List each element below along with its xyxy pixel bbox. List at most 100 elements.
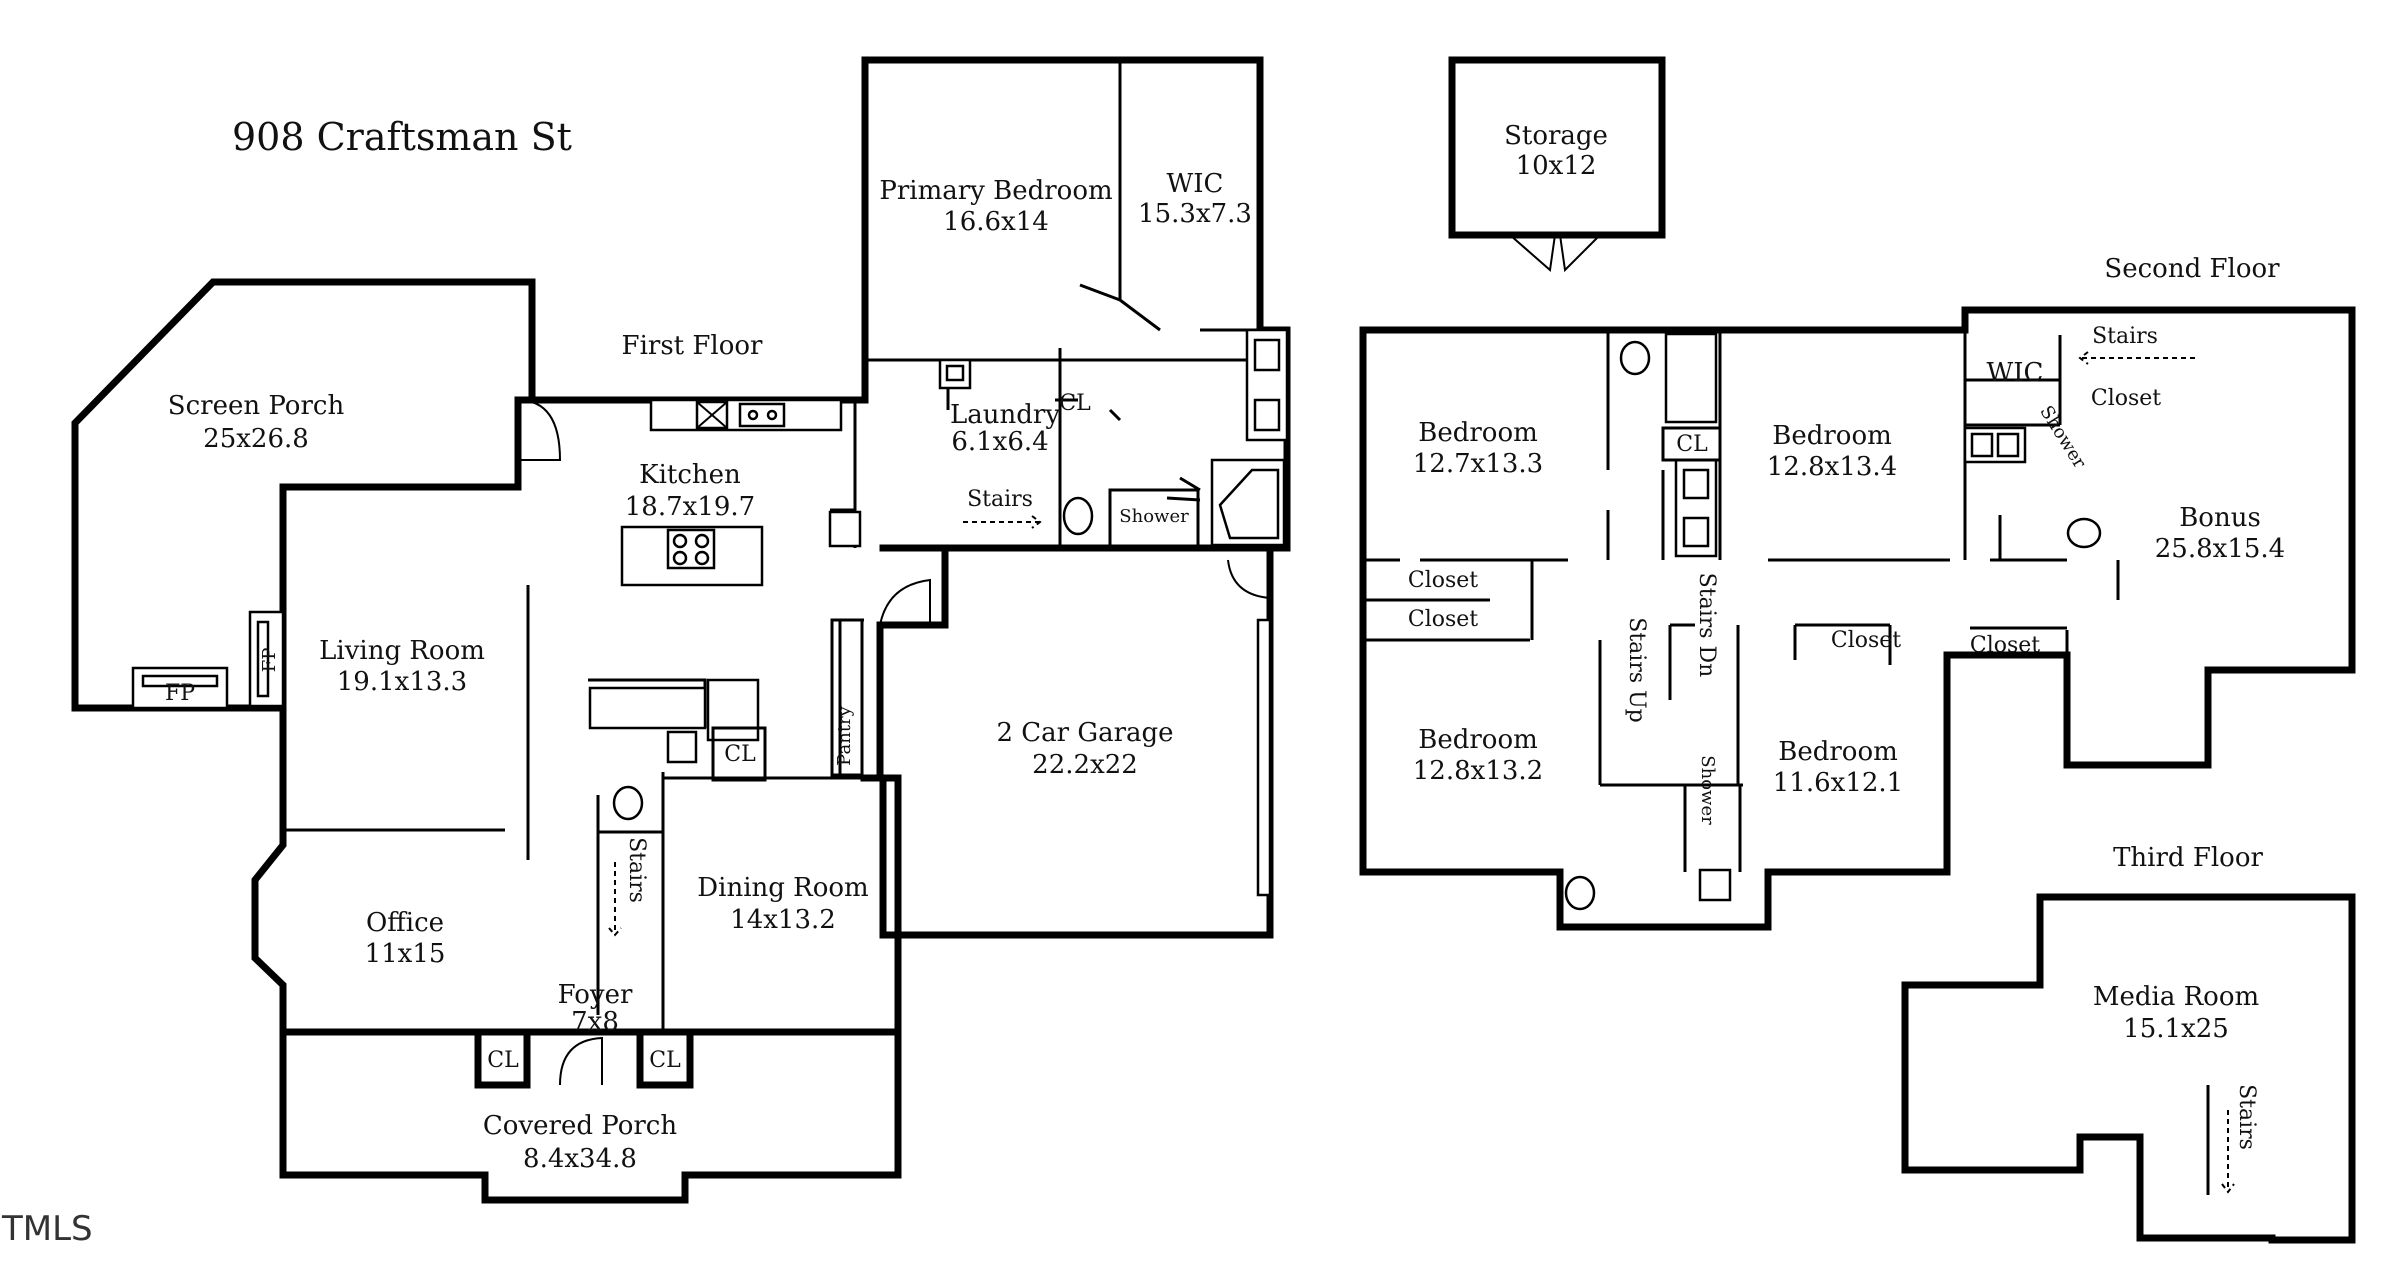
bonus-toilet-icon (2066, 517, 2102, 549)
cl-box-kitchen (711, 726, 767, 782)
storage-walls (1448, 56, 1666, 239)
closet-label-3: Closet (1831, 628, 1901, 653)
svg-text:Primary Bedroom: Primary Bedroom (879, 176, 1112, 206)
closet-label-1: Closet (1408, 568, 1478, 593)
foyer-closet-left (474, 1028, 531, 1089)
dining-room-label: Dining Room 14x13.2 (697, 873, 868, 935)
living-room-label: Living Room 19.1x13.3 (319, 636, 485, 697)
svg-text:18.7x19.7: 18.7x19.7 (625, 492, 755, 522)
hall-toilet-icon (1619, 340, 1651, 376)
foyer-stairs-arrow-icon (608, 862, 622, 937)
svg-text:Covered Porch: Covered Porch (483, 1111, 677, 1141)
storage-size: 10x12 (1516, 151, 1597, 181)
storage: Storage 10x12 (1448, 56, 1666, 273)
svg-text:25.8x15.4: 25.8x15.4 (2155, 534, 2285, 564)
wic-second-label: WIC (1987, 358, 2044, 388)
bedroom-d-label: Bedroom 11.6x12.1 (1773, 737, 1903, 798)
foyer-closet-right (636, 1028, 694, 1089)
second-floor: CL Bedroom 12.7x13.3 Bedroom 12.8x13.4 W… (1359, 306, 2356, 931)
svg-text:6.1x6.4: 6.1x6.4 (951, 427, 1048, 457)
svg-text:12.8x13.2: 12.8x13.2 (1413, 756, 1543, 786)
covered-porch-walls (279, 1028, 902, 1204)
laundry-sink-bowl (945, 364, 965, 382)
svg-text:11x15: 11x15 (365, 939, 446, 969)
hall-cl-label: CL (1676, 432, 1708, 457)
svg-text:8.4x34.8: 8.4x34.8 (523, 1144, 637, 1174)
stairs-up-label: Stairs Up (1624, 617, 1649, 723)
jack-toilet-icon (1564, 875, 1596, 911)
svg-text:Bedroom: Bedroom (1778, 737, 1898, 767)
toilet-icon (612, 785, 644, 821)
storage-double-door (1509, 234, 1601, 273)
bedroom-b-label: Bedroom 12.8x13.4 (1767, 421, 1897, 482)
svg-text:WIC: WIC (1167, 169, 1224, 199)
stairs-dn-label: Stairs Dn (1694, 573, 1719, 678)
garage-door-swing (878, 578, 931, 626)
fireplace-living: FP (248, 610, 285, 708)
media-room-label: Media Room 15.1x25 (2093, 982, 2259, 1044)
closet-label-kitchen: CL (724, 742, 756, 767)
kitchen-sink-icon (738, 402, 786, 428)
second-floor-stairs-label: Stairs (2092, 324, 2158, 349)
svg-text:25x26.8: 25x26.8 (203, 424, 309, 454)
vanity-sink-icon (666, 730, 698, 764)
closet-label-4: Closet (1970, 633, 2040, 658)
pantry-box (830, 618, 864, 777)
second-floor-walls (1359, 306, 2356, 931)
garage-label: 2 Car Garage 22.2x22 (996, 718, 1173, 780)
svg-text:Living Room: Living Room (319, 636, 485, 666)
property-title: 908 Craftsman St (232, 115, 572, 159)
svg-text:15.3x7.3: 15.3x7.3 (1138, 199, 1252, 229)
bonus-vanity-icon (1963, 426, 2027, 464)
pantry-label: Pantry (834, 705, 855, 765)
svg-text:Bedroom: Bedroom (1418, 418, 1538, 448)
third-floor-heading: Third Floor (2113, 843, 2263, 873)
kitchen-label: Kitchen 18.7x19.7 (625, 460, 755, 522)
storage-name: Storage (1504, 121, 1608, 151)
primary-toilet-icon (1062, 496, 1094, 536)
svg-text:Laundry: Laundry (950, 400, 1060, 430)
svg-text:Office: Office (366, 908, 444, 938)
range-icon (695, 400, 729, 430)
watermark-logo: TMLS (1, 1209, 93, 1249)
svg-text:14x13.2: 14x13.2 (730, 905, 836, 935)
third-floor: Media Room 15.1x25 Stairs (1901, 893, 2356, 1244)
svg-text:2 Car Garage: 2 Car Garage (996, 718, 1173, 748)
svg-text:16.6x14: 16.6x14 (943, 207, 1049, 237)
cooktop-icon (666, 528, 716, 570)
svg-text:19.1x13.3: 19.1x13.3 (337, 667, 467, 697)
jack-sink-icon (1698, 868, 1732, 902)
second-stairs-arrow-icon (2078, 351, 2195, 365)
main-house-walls (251, 396, 902, 1036)
svg-text:7x8: 7x8 (571, 1007, 619, 1037)
fireplace-porch: FP (131, 666, 229, 710)
third-stairs-arrow-icon (2221, 1110, 2235, 1194)
bar-counter (588, 686, 707, 730)
first-floor: CL FP FP CL Shower Stairs (71, 56, 1291, 1204)
second-floor-heading: Second Floor (2104, 254, 2280, 284)
closet-label-2: Closet (1408, 607, 1478, 632)
svg-text:Bedroom: Bedroom (1418, 725, 1538, 755)
laundry-cl-label: CL (1059, 391, 1091, 416)
foyer-cl-right-label: CL (649, 1048, 681, 1073)
laundry-label: Laundry 6.1x6.4 (950, 400, 1060, 457)
hall-vanity-icon (1674, 458, 1718, 558)
svg-text:Screen Porch: Screen Porch (168, 391, 345, 421)
wet-bar-sink (706, 678, 760, 742)
third-stairs-label: Stairs (2234, 1084, 2259, 1150)
garage-walls (876, 544, 1274, 939)
primary-bedroom-label: Primary Bedroom 16.6x14 (879, 176, 1112, 237)
svg-text:FP: FP (165, 681, 195, 706)
screen-porch-label: Screen Porch 25x26.8 (168, 391, 345, 454)
bedroom-a-label: Bedroom 12.7x13.3 (1413, 418, 1543, 479)
screen-porch-walls (71, 278, 536, 712)
svg-text:Dining Room: Dining Room (697, 873, 868, 903)
bonus-label: Bonus 25.8x15.4 (2155, 503, 2285, 564)
first-floor-heading: First Floor (622, 331, 764, 361)
primary-shower (1108, 488, 1200, 550)
foyer-stairs-label: Stairs (624, 837, 649, 903)
corner-tub-icon (1210, 458, 1286, 547)
covered-porch-label: Covered Porch 8.4x34.8 (483, 1111, 677, 1174)
svg-text:Bedroom: Bedroom (1772, 421, 1892, 451)
